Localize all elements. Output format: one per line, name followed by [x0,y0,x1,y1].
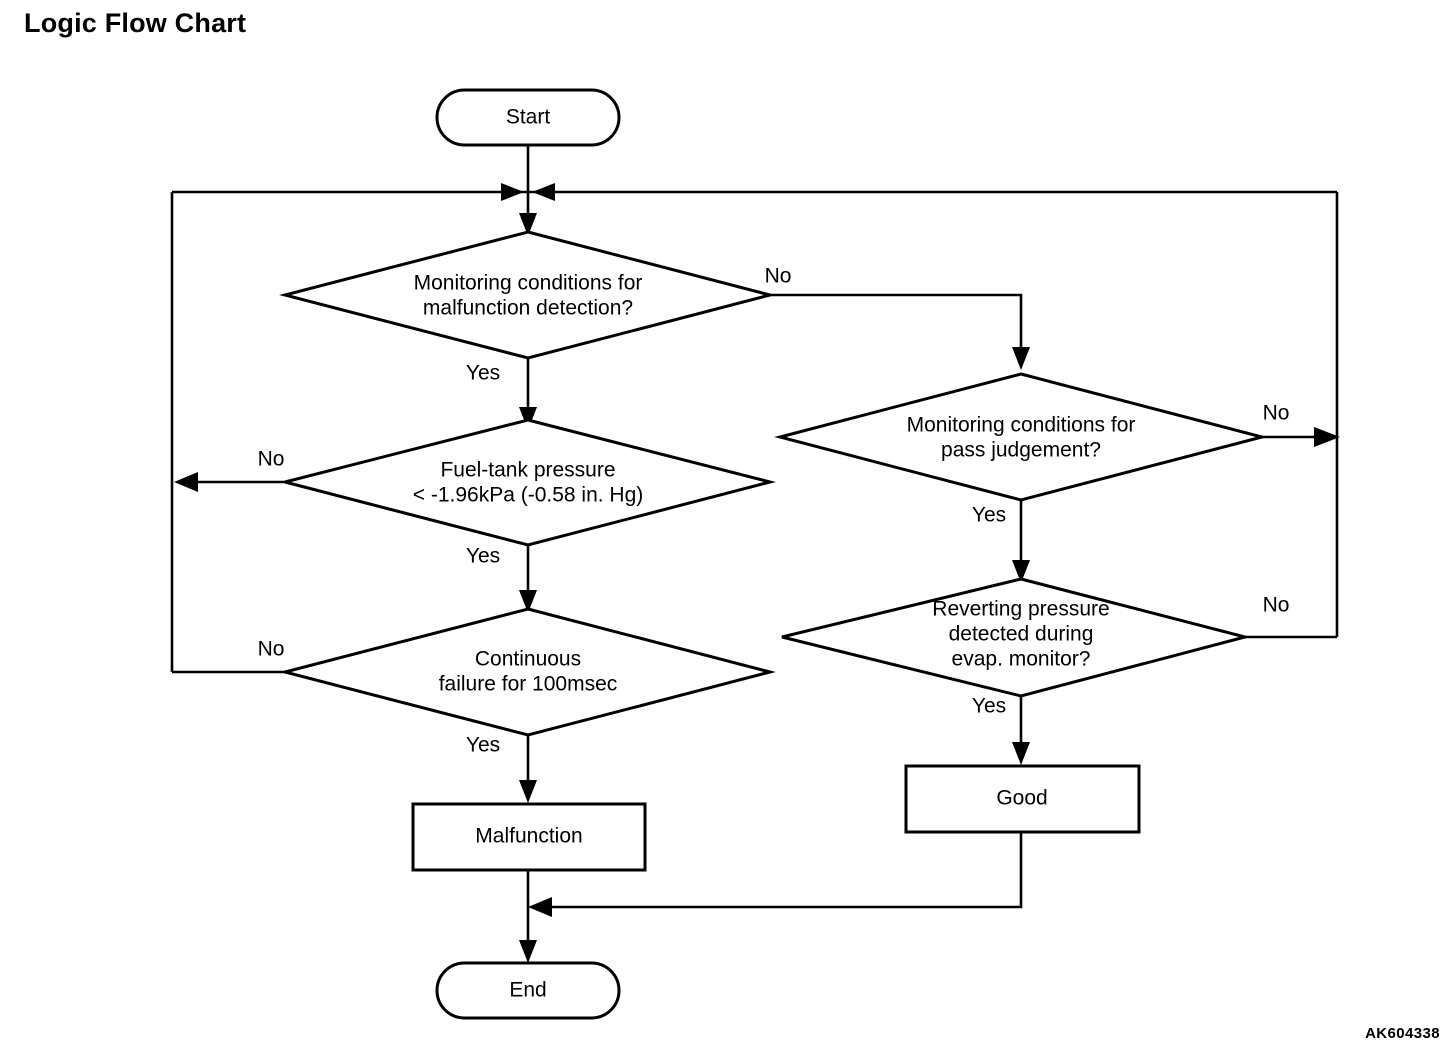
node-cond-continuous-failure-line1: Continuous [475,648,581,671]
node-cond-reverting-pressure[interactable] [781,577,1251,698]
arrow-head-down-cond-pass [1012,347,1030,370]
node-cond-monitoring-pass-judgement-line2: pass judgement? [941,439,1101,462]
edge-label-cond-press-no: No [258,448,285,471]
node-cond-fuel-tank-pressure-line2: < -1.96kPa (-0.58 in. Hg) [413,484,644,507]
figure-code: AK604338 [1365,1025,1440,1042]
edge-label-cond-fail-yes: Yes [466,734,500,757]
arrow-head-down-good [1012,742,1030,765]
arrow-head-left-press-no [174,472,198,492]
node-start[interactable] [435,88,621,147]
page-title: Logic Flow Chart [24,8,247,38]
node-cond-reverting-pressure-line3: evap. monitor? [952,648,1091,671]
node-cond-continuous-failure-line2: failure for 100msec [439,673,618,696]
edge-label-cond-pass-yes: Yes [972,504,1006,527]
node-good[interactable] [904,764,1141,834]
node-end[interactable] [435,961,621,1020]
node-cond-fuel-tank-pressure[interactable] [284,418,776,547]
arrow-head-right-merge-left [501,183,524,201]
arrow-head-down-cond-fail [519,590,537,613]
edge-cond-mon-no [770,293,1023,363]
edge-label-cond-mon-no: No [765,265,792,288]
node-malfunction[interactable] [411,802,647,872]
node-malfunction-label: Malfunction [475,825,582,848]
node-cond-monitoring-pass-judgement-line1: Monitoring conditions for [907,414,1136,437]
arrow-head-down-cond-rev [1012,560,1030,583]
node-cond-monitoring-malfunction-line1: Monitoring conditions for [414,272,643,295]
node-cond-reverting-pressure-line1: Reverting pressure [932,598,1109,621]
arrow-head-down-cond-mon [519,213,537,236]
edge-label-cond-rev-no: No [1263,594,1290,617]
node-cond-continuous-failure[interactable] [279,607,776,737]
arrow-head-right-pass-no [1314,427,1340,447]
edge-label-cond-mon-yes: Yes [466,362,500,385]
arrow-head-down-end [519,940,537,963]
edge-label-cond-press-yes: Yes [466,545,500,568]
node-cond-monitoring-malfunction-line2: malfunction detection? [423,297,633,320]
node-start-label: Start [506,106,551,129]
arrow-head-down-malfunction [519,780,537,803]
edge-label-cond-rev-yes: Yes [972,695,1006,718]
node-cond-fuel-tank-pressure-line1: Fuel-tank pressure [440,459,615,482]
edge-label-cond-pass-no: No [1263,402,1290,425]
node-cond-reverting-pressure-line2: detected during [949,623,1094,646]
node-good-label: Good [996,787,1047,810]
node-cond-monitoring-pass-judgement[interactable] [774,372,1268,502]
node-cond-monitoring-malfunction[interactable] [279,230,776,360]
edge-good-to-end [535,832,1023,909]
node-end-label: End [509,979,546,1002]
arrow-head-left-merge-right [532,183,555,201]
arrow-head-left-merge-end [528,897,552,917]
edge-label-cond-fail-no: No [258,638,285,661]
